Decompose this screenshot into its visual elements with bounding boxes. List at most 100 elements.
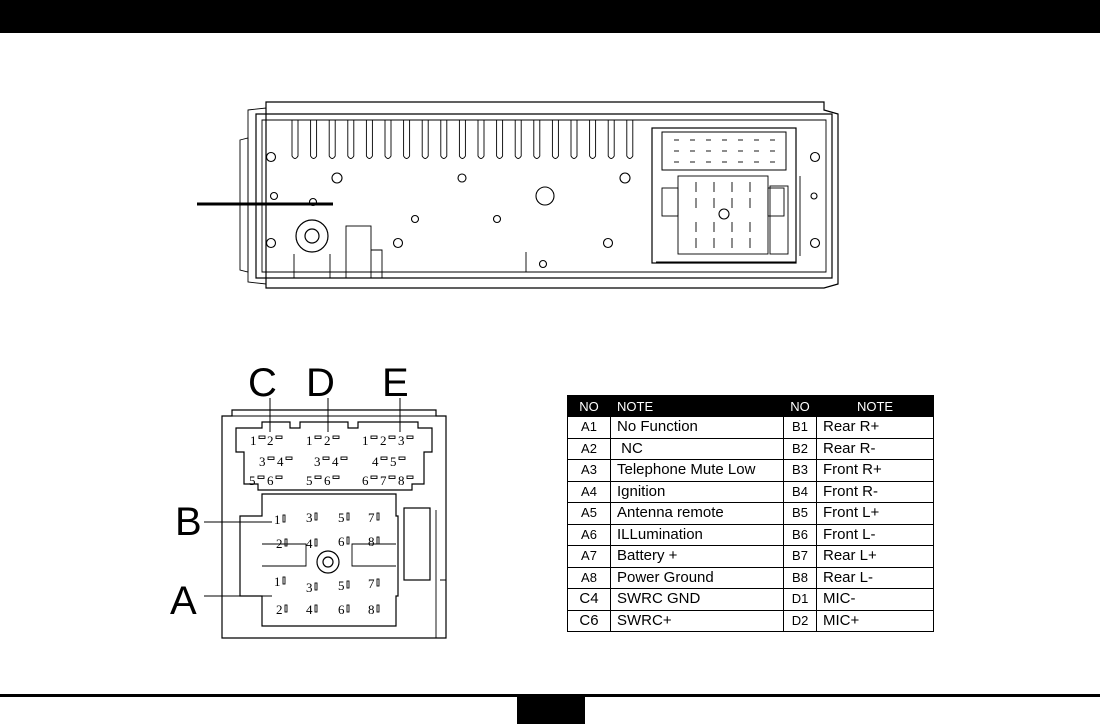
pin-number-cell: B6	[783, 523, 817, 546]
pin-note-cell: Front R-	[816, 480, 934, 503]
pin-contact-mark	[406, 475, 414, 479]
heatsink-fin	[551, 120, 559, 159]
pin-number-cell: A5	[567, 502, 611, 525]
pin-note-cell: MIC-	[816, 588, 934, 611]
pin-note-cell: ILLumination	[610, 523, 784, 546]
pin-e3: 3	[398, 433, 405, 448]
pin-contact-mark	[332, 435, 340, 439]
pin-a4: 4	[306, 602, 313, 617]
heatsink-fin	[514, 120, 522, 159]
pin-number-cell: A4	[567, 480, 611, 503]
pin-contact-mark	[282, 514, 286, 523]
pin-d2: 2	[324, 433, 331, 448]
heatsink-fin	[626, 120, 634, 159]
pin-number-cell: B3	[783, 459, 817, 482]
pin-number-cell: A1	[567, 416, 611, 439]
pin-e7: 7	[380, 473, 387, 488]
heatsink-fin	[477, 120, 485, 159]
page-number-tab	[517, 697, 585, 724]
pin-note-cell: Front L-	[816, 523, 934, 546]
header-bar	[0, 0, 1100, 33]
pin-number-cell: A6	[567, 523, 611, 546]
heatsink-fin	[421, 120, 429, 159]
pin-contact-mark	[258, 435, 266, 439]
pin-a5: 5	[338, 578, 345, 593]
pin-contact-mark	[275, 475, 283, 479]
pin-a1: 1	[274, 574, 281, 589]
pin-contact-mark	[376, 512, 380, 521]
pin-contact-mark	[376, 578, 380, 587]
pin-contact-mark	[346, 536, 350, 545]
pin-e1: 1	[362, 433, 369, 448]
pin-note-cell: Antenna remote	[610, 502, 784, 525]
pin-b8: 8	[368, 534, 375, 549]
pin-number-cell: A2	[567, 437, 611, 460]
pin-e4: 4	[372, 454, 379, 469]
pin-contact-mark	[346, 512, 350, 521]
pin-contact-mark	[267, 456, 275, 460]
pin-note-cell: No Function	[610, 416, 784, 439]
pin-e8: 8	[398, 473, 405, 488]
pin-note-cell: Rear R+	[816, 416, 934, 439]
pin-d1: 1	[306, 433, 313, 448]
pin-note-cell: Power Ground	[610, 566, 784, 589]
pin-number-cell: B1	[783, 416, 817, 439]
header-note-2: NOTE	[816, 395, 934, 417]
pin-e5: 5	[390, 454, 397, 469]
pin-note-cell: Rear R-	[816, 437, 934, 460]
footer-rule	[0, 694, 1100, 697]
connector-label-e: E	[382, 361, 409, 405]
pin-c5: 5	[249, 473, 256, 488]
heatsink-fin	[384, 120, 392, 159]
pin-contact-mark	[275, 435, 283, 439]
table-header-row: NO NOTE NO NOTE	[567, 395, 934, 417]
pin-a2: 2	[276, 602, 283, 617]
heatsink-fin	[328, 120, 336, 159]
pin-contact-mark	[346, 604, 350, 613]
pin-contact-mark	[388, 475, 396, 479]
pin-contact-mark	[314, 512, 318, 521]
pin-contact-mark	[398, 456, 406, 460]
pin-d3: 3	[314, 454, 321, 469]
pin-a7: 7	[368, 576, 375, 591]
header-no: NO	[567, 395, 611, 417]
pin-contact-mark	[380, 456, 388, 460]
pin-b4: 4	[306, 536, 313, 551]
pin-b2: 2	[276, 536, 283, 551]
pin-contact-mark	[406, 435, 414, 439]
pin-number-cell: A7	[567, 545, 611, 568]
pin-c6: 6	[267, 473, 274, 488]
heatsink-fin	[458, 120, 466, 159]
pin-c1: 1	[250, 433, 257, 448]
heatsink-fin	[365, 120, 373, 159]
pin-contact-mark	[285, 456, 293, 460]
pin-note-cell: NC	[610, 437, 784, 460]
pin-b5: 5	[338, 510, 345, 525]
heatsink-fin	[347, 120, 355, 159]
pin-d4: 4	[332, 454, 339, 469]
pin-b1: 1	[274, 512, 281, 527]
pin-number-cell: A3	[567, 459, 611, 482]
heatsink-fin	[533, 120, 541, 159]
pin-note-cell: Front L+	[816, 502, 934, 525]
pin-number-cell: D2	[783, 609, 817, 632]
pin-contact-mark	[370, 475, 378, 479]
pin-note-cell: MIC+	[816, 609, 934, 632]
heatsink-fin	[403, 120, 411, 159]
heatsink-fin	[570, 120, 578, 159]
pin-contact-mark	[314, 435, 322, 439]
pin-number-cell: A8	[567, 566, 611, 589]
connector-label-c: C	[248, 361, 277, 405]
pin-number-cell: B4	[783, 480, 817, 503]
